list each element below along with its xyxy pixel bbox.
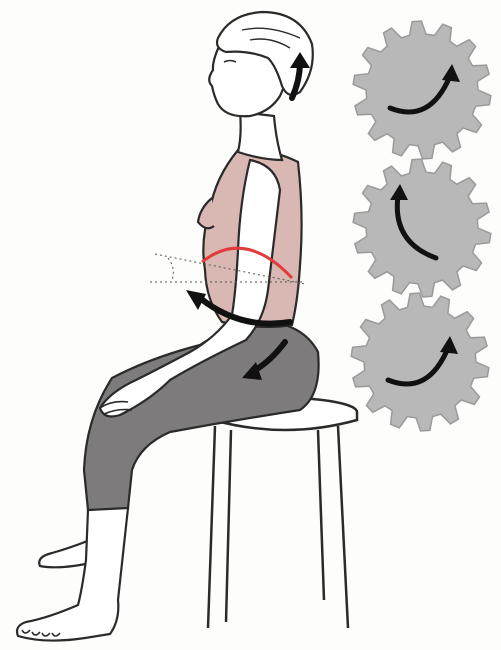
- neck: [238, 112, 282, 160]
- front-leg: [17, 508, 128, 641]
- gear-bottom: [351, 293, 489, 431]
- stool-leg-front-right: [338, 426, 348, 628]
- stool-leg-front-left: [208, 426, 215, 628]
- gear-icon: [351, 293, 489, 431]
- chest: [198, 198, 214, 228]
- stool-icon: [208, 398, 357, 628]
- gear-middle: [353, 159, 491, 297]
- stool-leg-back-right: [318, 430, 324, 600]
- tilt-angle-arc: [168, 258, 173, 280]
- gear-icon: [353, 21, 491, 159]
- stool-leg-back-left: [226, 430, 231, 622]
- curved-arrow-icon: [186, 290, 206, 310]
- gear-top: [353, 21, 491, 159]
- gear-icon: [353, 159, 491, 297]
- gear-stack: [351, 21, 491, 431]
- front-foot: [17, 508, 128, 641]
